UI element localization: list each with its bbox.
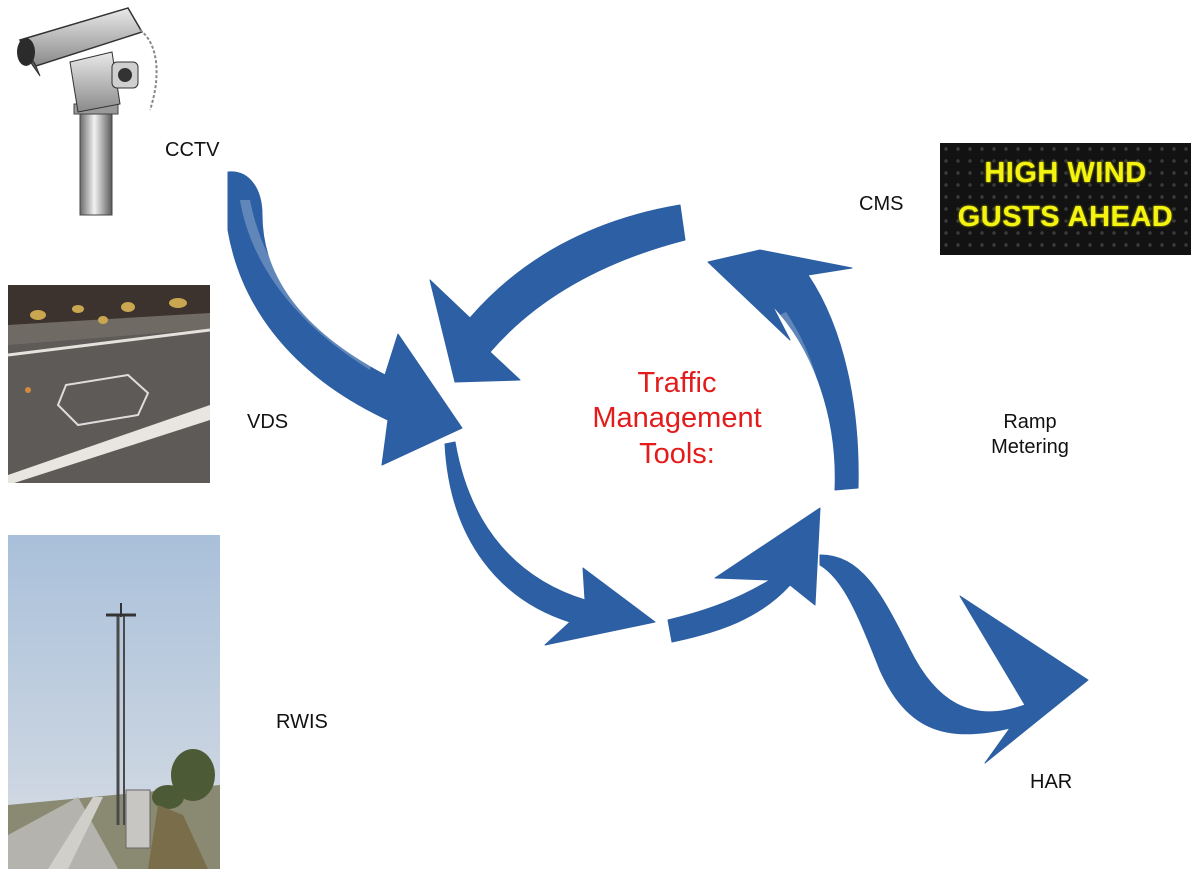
label-ramp-metering: Ramp Metering (975, 410, 1085, 460)
arrow-top-left (429, 204, 686, 383)
center-title: Traffic Management Tools: (567, 366, 787, 472)
label-har: HAR (1030, 771, 1073, 793)
cms-sign-line-1: HIGH WIND (984, 157, 1147, 189)
label-vds: VDS (247, 411, 289, 433)
arrow-right-up (707, 249, 859, 491)
arrow-bottom-right (667, 507, 821, 643)
label-cms: CMS (859, 193, 904, 215)
center-title-line-2: Management (592, 402, 762, 435)
arrow-cctv-to-center (227, 171, 463, 466)
cctv-camera-image (17, 7, 158, 216)
label-cctv: CCTV (165, 139, 220, 161)
cms-sign-line-2: GUSTS AHEAD (957, 201, 1174, 233)
cms-sign-image: HIGH WIND GUSTS AHEAD (940, 143, 1191, 255)
label-ramp-line-1: Ramp (1003, 411, 1057, 433)
arrow-to-har (819, 554, 1089, 764)
label-ramp-line-2: Metering (991, 436, 1069, 458)
center-title-line-3: Tools: (639, 437, 715, 470)
rwis-tower-photo (8, 535, 220, 869)
arrow-left-bottom (444, 441, 656, 646)
center-title-line-1: Traffic (637, 367, 717, 399)
label-rwis: RWIS (276, 711, 328, 733)
vds-road-photo (8, 285, 210, 483)
